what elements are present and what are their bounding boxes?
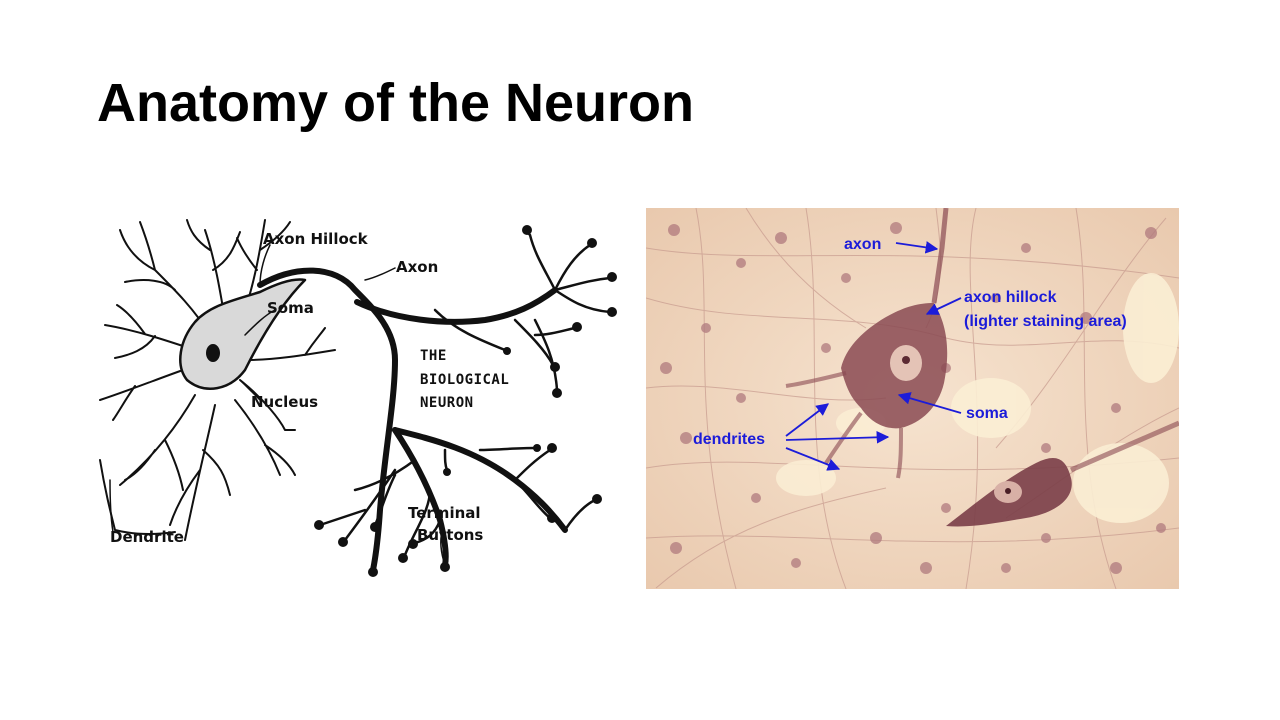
label-terminal: Terminal [408,504,481,522]
soma-shape [179,278,307,390]
micro-label-axon: axon [844,236,881,253]
main-neuron-nucleolus [902,356,910,364]
second-neuron-process [1070,420,1179,473]
label-nucleus: Nucleus [251,393,318,411]
second-neuron-nucleolus [1005,488,1011,494]
slide-title: Anatomy of the Neuron [97,73,695,133]
main-neuron-axon [931,208,949,304]
micro-label-dendrites: dendrites [693,431,765,448]
terminal-buttons [314,225,617,577]
caption-line-1: THE [420,348,447,364]
label-axon: Axon [396,258,438,276]
label-buttons: Buttons [417,526,483,544]
caption-line-2: BIOLOGICAL [420,372,509,388]
annotation-arrows [785,241,962,471]
neuron-micrograph: axon axon hillock (lighter staining area… [646,208,1179,589]
neuron-diagram: Axon Hillock Axon Soma Nucleus Dendrite … [95,210,625,590]
nucleus-shape [206,344,220,362]
dendrites [99,219,336,541]
micro-label-axon-hillock: axon hillock [964,289,1057,306]
micro-label-soma: soma [966,405,1008,422]
caption-line-3: NEURON [420,395,474,411]
pointer-lines [109,244,446,566]
label-dendrite: Dendrite [110,528,184,546]
pale-spaces [776,273,1179,523]
neuron-diagram-svg: Axon Hillock Axon Soma Nucleus Dendrite … [99,219,617,577]
label-soma: Soma [267,299,314,317]
glial-nuclei [660,222,1166,574]
micro-label-lighter-staining: (lighter staining area) [964,313,1127,330]
micrograph-svg: axon axon hillock (lighter staining area… [646,208,1179,589]
label-axon-hillock: Axon Hillock [263,230,369,248]
